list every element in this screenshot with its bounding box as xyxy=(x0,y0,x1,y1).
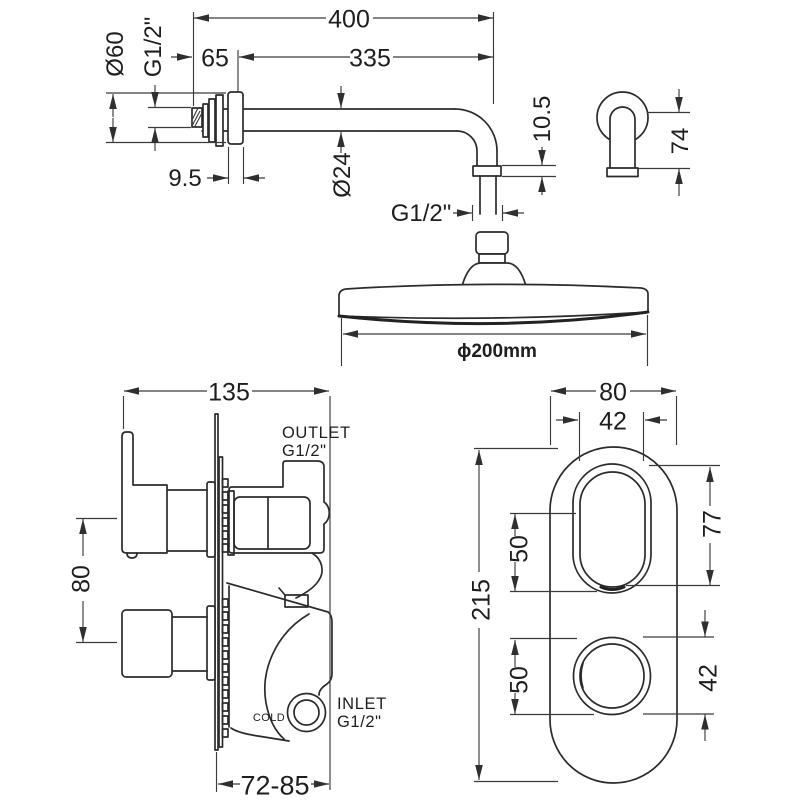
head-connector-base xyxy=(461,262,527,287)
valve-front-view: 80 42 215 50 77 xyxy=(468,379,727,784)
dim-overall-length-400: 400 xyxy=(192,6,495,106)
shower-head-view: ϕ200mm xyxy=(337,231,650,366)
valve-upper-housing xyxy=(228,460,331,554)
dim-flange-diameter-60: Ø60 xyxy=(102,31,226,144)
valve-side-view: 135 80 72-85 OUTLET G1/2" COLD INLET G1/… xyxy=(68,379,387,800)
valve-cartridge xyxy=(233,496,311,550)
wall-mounting-plate xyxy=(214,413,219,751)
dim-plate-width-80: 80 xyxy=(549,379,678,445)
head-disc xyxy=(338,283,649,320)
cold-inlet-port xyxy=(286,692,327,733)
dim-handle-spacing-label: 80 xyxy=(68,565,96,593)
dim-head-diameter-200: ϕ200mm xyxy=(340,315,649,366)
dim-wall-thread-g12: G1/2" xyxy=(140,17,191,151)
head-face-edge xyxy=(337,310,650,326)
dim-plate-height-215: 215 xyxy=(468,447,558,783)
dim-top-handle-height-77: 77 xyxy=(626,464,727,587)
dim-outlet-drop-label: 10.5 xyxy=(529,96,556,143)
dim-arm-height-74: 74 xyxy=(638,89,694,196)
dim-arm-height-label: 74 xyxy=(667,128,694,155)
top-oval-handle-inner xyxy=(579,471,646,588)
dim-top-handle-span-50: 50 xyxy=(506,512,597,593)
head-connector-top xyxy=(475,231,509,255)
arm-outlet-nut xyxy=(472,165,502,177)
valve-lower-housing-top xyxy=(226,582,329,613)
shower-arm-side-view: 400 65 335 Ø60 G1/2" xyxy=(102,6,556,228)
port-labels: OUTLET G1/2" COLD INLET G1/2" xyxy=(253,424,387,731)
dim-flange-thickness-label: 9.5 xyxy=(168,165,201,192)
wall-thread-label: G1/2" xyxy=(140,17,167,78)
dim-flange-to-outlet-335: 335 xyxy=(239,45,493,73)
arm-outlet-thread-label: G1/2" xyxy=(391,200,452,227)
valve-body-geometry xyxy=(121,413,333,751)
shower-arm-end-view: 74 xyxy=(596,89,694,196)
dim-body-width-135: 135 xyxy=(122,379,331,790)
dim-outlet-thread-g12: G1/2" xyxy=(391,200,524,227)
dim-overall-length-label: 400 xyxy=(328,6,370,34)
dim-plate-height-label: 215 xyxy=(468,579,496,621)
arm-end-nut xyxy=(606,167,639,178)
dim-top-handle-height-label: 77 xyxy=(699,510,727,538)
dim-flange-diameter-label: Ø60 xyxy=(102,31,129,76)
outlet-label: OUTLET xyxy=(282,424,351,442)
bottom-knob-handle xyxy=(121,609,173,678)
dim-head-diameter-label: ϕ200mm xyxy=(457,341,537,362)
arm-drop-pipe xyxy=(609,106,636,168)
dim-knob-diameter-42: 42 xyxy=(643,610,723,741)
inlet-label: INLET xyxy=(337,695,387,713)
dim-top-handle-span-label: 50 xyxy=(506,535,534,563)
dim-wall-to-flange-label: 65 xyxy=(201,45,229,73)
dim-flange-to-outlet-label: 335 xyxy=(349,45,391,73)
bottom-knob-inner xyxy=(579,643,645,709)
dim-depth-range-7285: 72-85 xyxy=(215,752,329,800)
dim-knob-diameter-label: 42 xyxy=(695,664,723,692)
top-handle-lip xyxy=(599,585,626,591)
top-lever-handle xyxy=(121,431,168,554)
mounting-ribs xyxy=(221,478,229,738)
head-connector-neck xyxy=(478,253,506,264)
bottom-handle-escutcheon xyxy=(206,605,216,681)
dim-knob-span-50: 50 xyxy=(506,637,594,716)
shower-arm-geometry xyxy=(191,91,502,215)
cold-label: COLD xyxy=(253,712,285,724)
dim-plate-width-label: 80 xyxy=(599,379,627,407)
dim-outlet-drop-105: 10.5 xyxy=(502,96,556,195)
dim-arm-diameter-label: Ø24 xyxy=(329,152,356,197)
dim-wall-to-flange-65: 65 xyxy=(171,45,239,92)
arm-wall-flange xyxy=(227,91,244,145)
valve-mid-shoulder xyxy=(295,552,323,599)
top-handle-escutcheon xyxy=(206,481,216,558)
inlet-thread-label: G1/2" xyxy=(337,713,382,731)
dim-depth-range-label: 72-85 xyxy=(240,770,309,800)
dim-handle-spacing-80: 80 xyxy=(68,517,117,644)
dim-flange-thickness-95: 9.5 xyxy=(168,147,265,192)
dim-handle-width-42: 42 xyxy=(556,408,667,461)
dim-handle-width-label: 42 xyxy=(599,408,627,436)
dim-arm-diameter-24: Ø24 xyxy=(329,86,356,198)
dim-body-width-label: 135 xyxy=(208,379,250,407)
outlet-thread-label: G1/2" xyxy=(282,442,327,460)
dim-knob-span-label: 50 xyxy=(506,666,534,694)
